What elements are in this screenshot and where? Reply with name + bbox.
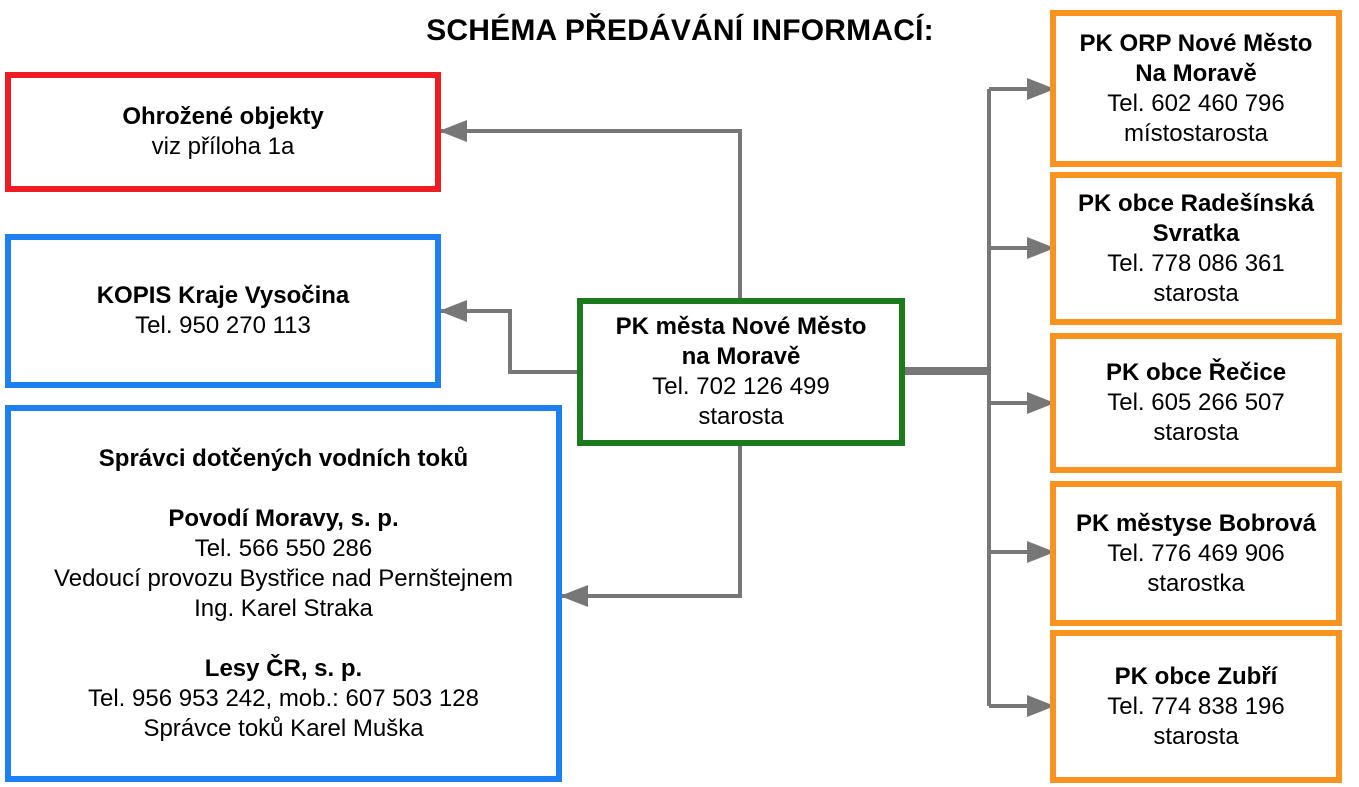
lesy-role: Správce toků Karel Muška	[143, 714, 424, 742]
orp-name-line1: PK ORP Nové Město	[1079, 29, 1313, 57]
radesinska-tel: Tel. 778 086 361	[1107, 249, 1285, 277]
povodi-tel: Tel. 566 550 286	[194, 534, 373, 562]
diagram-title: SCHÉMA PŘEDÁVÁNÍ INFORMACÍ:	[426, 14, 934, 47]
radesinska-role: starosta	[1153, 279, 1239, 307]
recice-name: PK obce Řečice	[1105, 359, 1287, 386]
kopis-box: KOPIS Kraje Vysočina Tel. 950 270 113	[5, 234, 441, 388]
recice-role: starosta	[1153, 419, 1239, 446]
center-name-line1: PK města Nové Město	[615, 313, 867, 340]
recice-tel: Tel. 605 266 507	[1107, 389, 1285, 416]
kopis-tel: Tel. 950 270 113	[135, 312, 311, 339]
zubri-box: PK obce Zubří Tel. 774 838 196 starosta	[1050, 630, 1342, 783]
orp-role: místostarosta	[1123, 119, 1269, 147]
recice-box: PK obce Řečice Tel. 605 266 507 starosta	[1050, 333, 1342, 473]
lesy-name: Lesy ČR, s. p.	[204, 654, 363, 682]
water-heading: Správci dotčených vodních toků	[98, 444, 469, 472]
povodi-role: Vedoucí provozu Bystřice nad Pernštejnem	[54, 564, 513, 592]
bobrova-tel: Tel. 776 469 906	[1107, 539, 1285, 567]
water-managers-box: Správci dotčených vodních toků Povodí Mo…	[5, 405, 562, 782]
povodi-person: Ing. Karel Straka	[194, 594, 373, 622]
zubri-tel: Tel. 774 838 196	[1107, 692, 1285, 720]
bobrova-box: PK městyse Bobrová Tel. 776 469 906 star…	[1050, 481, 1342, 626]
povodi-name: Povodí Moravy, s. p.	[168, 504, 399, 532]
radesinska-box: PK obce Radešínská Svratka Tel. 778 086 …	[1050, 172, 1342, 325]
center-role: starosta	[698, 403, 784, 430]
orp-name-line2: Na Moravě	[1135, 59, 1257, 87]
lesy-tel: Tel. 956 953 242, mob.: 607 503 128	[88, 684, 479, 712]
threatened-objects-box: Ohrožené objekty viz příloha 1a	[5, 72, 441, 192]
zubri-name: PK obce Zubří	[1114, 662, 1278, 690]
center-name-line2: na Moravě	[681, 343, 801, 370]
bobrova-role: starostka	[1147, 569, 1245, 597]
arrow-to-threatened	[439, 120, 742, 300]
zubri-role: starosta	[1153, 722, 1239, 750]
kopis-name: KOPIS Kraje Vysočina	[96, 282, 350, 309]
center-box: PK města Nové Město na Moravě Tel. 702 1…	[577, 298, 905, 446]
center-tel: Tel. 702 126 499	[652, 373, 830, 400]
radesinska-name-line2: Svratka	[1152, 219, 1240, 247]
arrow-to-water	[560, 446, 742, 607]
orp-tel: Tel. 602 460 796	[1107, 89, 1285, 117]
threatened-note: viz příloha 1a	[151, 133, 295, 160]
threatened-name: Ohrožené objekty	[122, 103, 324, 130]
radesinska-name-line1: PK obce Radešínská	[1077, 189, 1315, 217]
bobrova-name: PK městyse Bobrová	[1075, 509, 1317, 537]
arrow-to-kopis	[439, 300, 580, 374]
orp-box: PK ORP Nové Město Na Moravě Tel. 602 460…	[1050, 10, 1342, 167]
